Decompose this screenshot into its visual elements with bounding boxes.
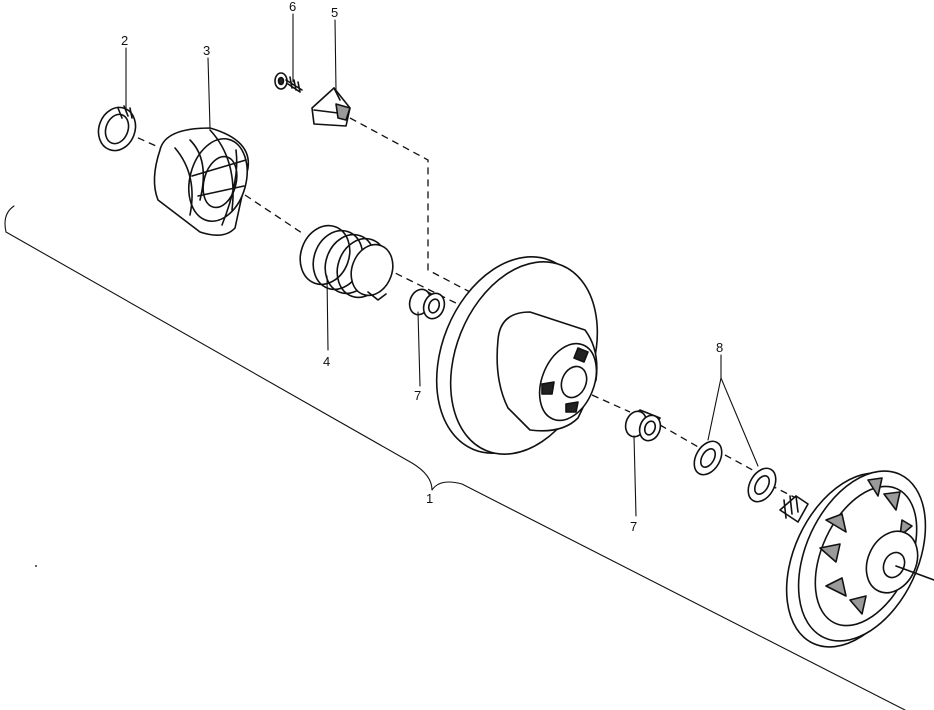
button — [311, 87, 351, 127]
center-axis — [115, 117, 801, 501]
speck — [35, 565, 37, 567]
callout-2: 2 — [121, 33, 128, 48]
callout-7-lower: 7 — [630, 519, 637, 534]
movable-sheave — [435, 256, 599, 455]
bushing-upper — [408, 288, 446, 320]
washers — [693, 440, 777, 503]
callout-3: 3 — [203, 43, 210, 58]
assembly-bracket — [4, 205, 906, 710]
retaining-ring — [97, 105, 137, 152]
bushing-lower — [624, 409, 662, 442]
stationary-sheave — [779, 470, 934, 648]
spring — [299, 224, 394, 301]
cam — [153, 127, 250, 236]
callout-4: 4 — [323, 354, 330, 369]
callout-5: 5 — [331, 5, 338, 20]
callout-7-upper: 7 — [414, 388, 421, 403]
callout-1: 1 — [426, 491, 433, 506]
leader-lines — [125, 13, 759, 517]
callout-8: 8 — [716, 340, 723, 355]
callout-6: 6 — [289, 0, 296, 14]
screw — [274, 72, 303, 93]
